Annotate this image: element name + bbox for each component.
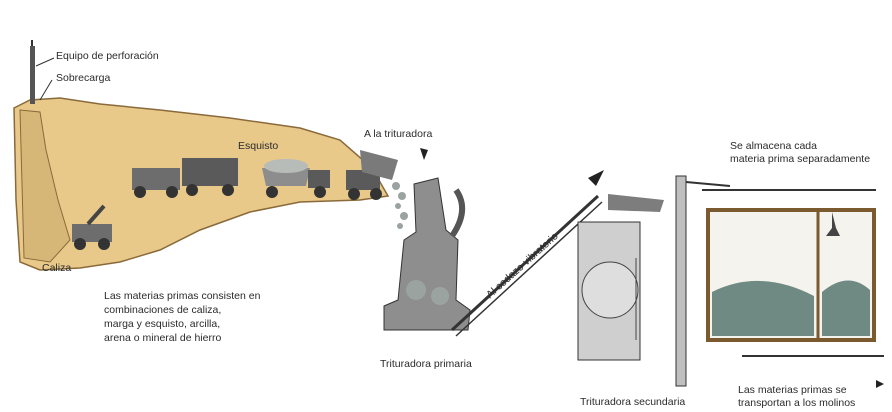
- materials-line-3: marga y esquisto, arcilla,: [104, 318, 220, 331]
- transport-line-2: transportan a los molinos: [738, 397, 855, 410]
- secondary-crusher: [578, 194, 664, 360]
- drilling-rig-icon: [30, 40, 35, 104]
- arrow-right-icon: [876, 380, 884, 388]
- arrow-down-icon: [420, 148, 428, 160]
- materials-line-2: combinaciones de caliza,: [104, 304, 221, 317]
- label-shale: Esquisto: [238, 140, 278, 153]
- rock-stream: [392, 182, 408, 229]
- label-limestone: Caliza: [42, 262, 71, 275]
- label-to-crusher: A la trituradora: [364, 128, 432, 141]
- primary-crusher: [384, 178, 470, 330]
- transport-line-1: Las materias primas se: [738, 384, 847, 397]
- storage-bins: [702, 190, 876, 340]
- label-storage-1: Se almacena cada: [730, 140, 817, 153]
- label-storage-2: materia prima separadamente: [730, 153, 870, 166]
- label-overburden: Sobrecarga: [56, 72, 110, 85]
- label-drilling-rig: Equipo de perforación: [56, 50, 159, 63]
- label-secondary-crusher: Trituradora secundaria: [580, 396, 685, 409]
- materials-line-1: Las materias primas consisten en: [104, 290, 260, 303]
- label-primary-crusher: Trituradora primaria: [380, 358, 472, 371]
- leader-line: [40, 80, 52, 100]
- leader-line: [36, 58, 54, 66]
- materials-line-4: arena o mineral de hierro: [104, 332, 221, 345]
